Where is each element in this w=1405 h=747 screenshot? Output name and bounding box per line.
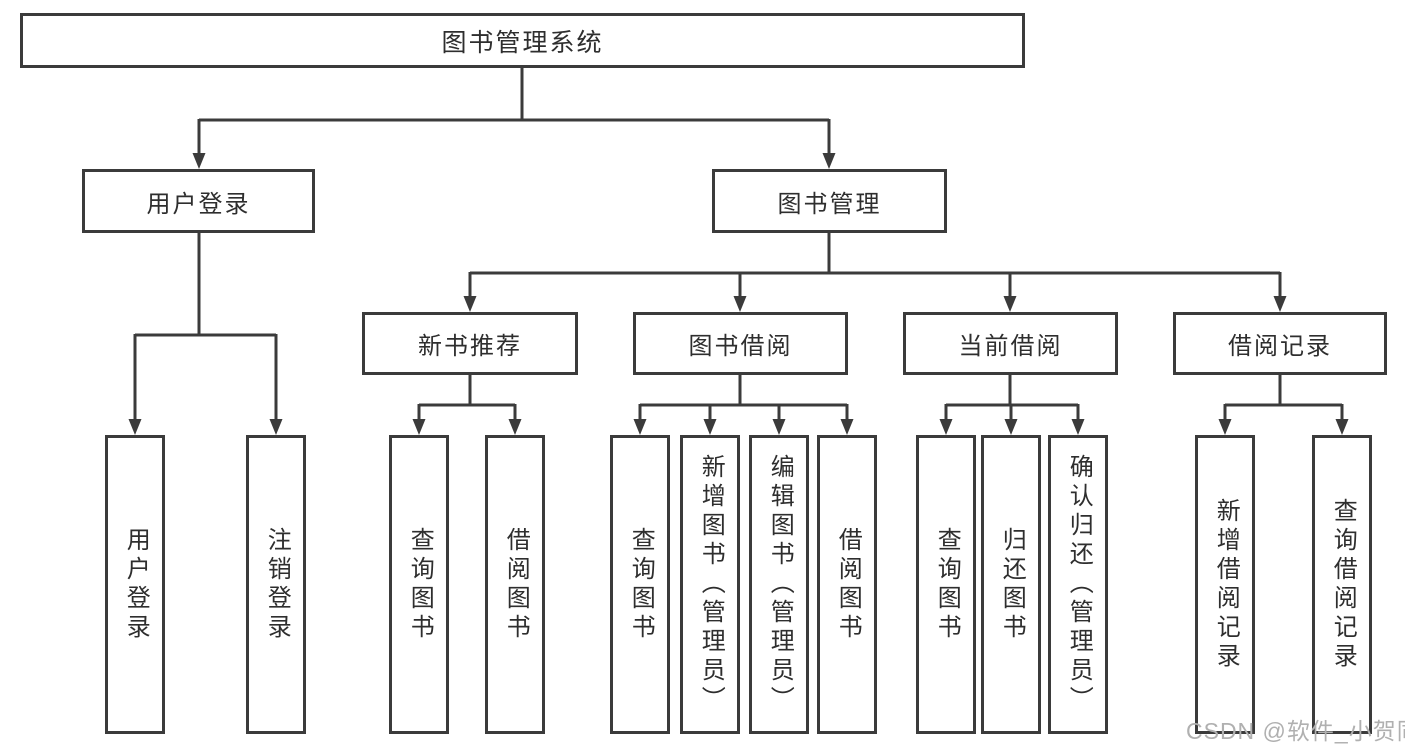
node-label: 注销登录 xyxy=(263,526,291,643)
node-label: 图书管理系统 xyxy=(441,28,604,57)
node-label: 新增借阅记录 xyxy=(1212,497,1240,672)
node-label: 查询图书 xyxy=(627,526,655,643)
leaf-query-books-recommend: 查询图书 xyxy=(389,435,449,734)
node-user-login: 用户登录 xyxy=(82,169,315,233)
node-label: 确认归还（管理员） xyxy=(1065,454,1093,715)
node-label: 查询图书 xyxy=(933,526,961,643)
node-new-book-recommend: 新书推荐 xyxy=(362,312,578,375)
node-label: 借阅图书 xyxy=(834,526,862,643)
node-label: 查询借阅记录 xyxy=(1329,497,1357,672)
leaf-logout: 注销登录 xyxy=(246,435,306,734)
node-label: 借阅记录 xyxy=(1228,333,1332,360)
node-library-management-system: 图书管理系统 xyxy=(20,13,1025,68)
leaf-add-borrow-record: 新增借阅记录 xyxy=(1195,435,1255,734)
leaf-query-borrow-record: 查询借阅记录 xyxy=(1312,435,1372,734)
node-current-borrow: 当前借阅 xyxy=(903,312,1118,375)
node-label: 用户登录 xyxy=(146,190,251,218)
node-label: 归还图书 xyxy=(998,526,1026,643)
leaf-edit-books-admin: 编辑图书（管理员） xyxy=(749,435,809,734)
node-label: 图书管理 xyxy=(777,190,882,218)
leaf-borrow-books: 借阅图书 xyxy=(817,435,877,734)
node-label: 借阅图书 xyxy=(502,526,530,643)
leaf-user-login: 用户登录 xyxy=(105,435,165,734)
node-book-borrow: 图书借阅 xyxy=(633,312,848,375)
node-label: 新书推荐 xyxy=(418,333,522,360)
tree-edges xyxy=(133,68,1344,422)
leaf-add-books-admin: 新增图书（管理员） xyxy=(680,435,740,734)
leaf-confirm-return-admin: 确认归还（管理员） xyxy=(1048,435,1108,734)
node-label: 新增图书（管理员） xyxy=(697,454,725,715)
node-book-management: 图书管理 xyxy=(712,169,947,233)
node-label: 编辑图书（管理员） xyxy=(766,454,794,715)
node-borrow-records: 借阅记录 xyxy=(1173,312,1387,375)
csdn-watermark: CSDN @软件_小贺同学 xyxy=(1186,718,1405,744)
leaf-query-books-current: 查询图书 xyxy=(916,435,976,734)
node-label: 查询图书 xyxy=(406,526,434,643)
node-label: 图书借阅 xyxy=(688,333,793,360)
leaf-query-books-borrow: 查询图书 xyxy=(610,435,670,734)
leaf-borrow-books-recommend: 借阅图书 xyxy=(485,435,545,734)
node-label: 用户登录 xyxy=(122,526,150,643)
leaf-return-books: 归还图书 xyxy=(981,435,1041,734)
node-label: 当前借阅 xyxy=(958,333,1063,360)
